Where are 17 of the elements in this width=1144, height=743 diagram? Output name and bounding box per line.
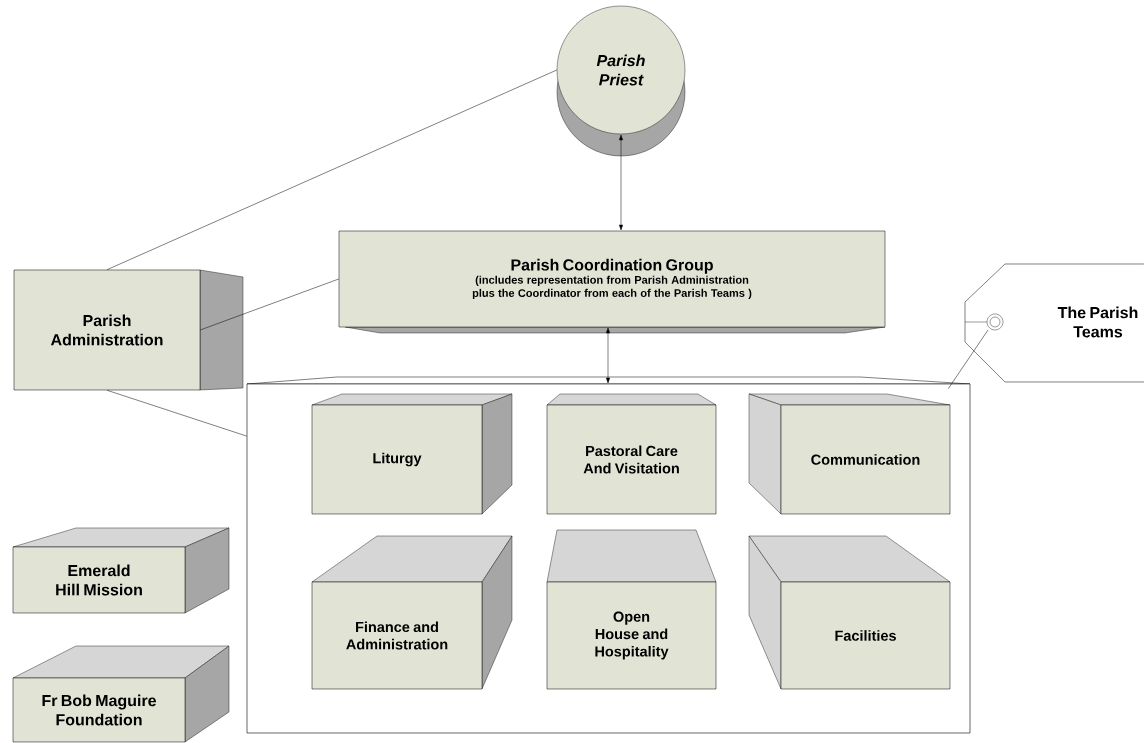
- block-box: Facilities: [748, 535, 951, 690]
- block-box: Open House and Hospitality: [546, 529, 717, 690]
- block-box: Communication: [748, 393, 951, 515]
- block-box: Emerald Hill Mission: [12, 527, 230, 614]
- connector-line: [106, 390, 247, 437]
- leader-line: [948, 329, 989, 389]
- cylinder-node: Parish Priest: [556, 5, 686, 157]
- double-arrow: [606, 327, 610, 384]
- block-box: Finance and Administration: [311, 535, 513, 690]
- double-arrow: [619, 134, 623, 231]
- block-box: Fr Bob Maguire Foundation: [12, 645, 230, 743]
- block-box: Pastoral Care And Visitation: [546, 393, 717, 515]
- block-box: Parish Administration: [13, 269, 244, 391]
- block-box: Liturgy: [311, 393, 513, 515]
- connector-line: [200, 278, 339, 331]
- connector-line: [106, 69, 558, 270]
- group-box: Parish Coordination Group (includes representation from Parish Administration plus the Coordinator from each of the Parish Teams ): [338, 230, 886, 334]
